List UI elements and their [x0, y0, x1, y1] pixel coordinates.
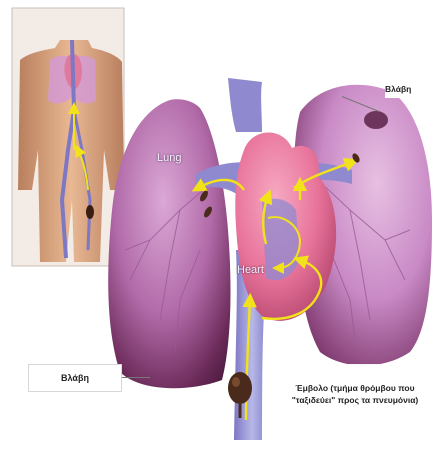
- damage-left-leader: [120, 377, 150, 378]
- body-inset: [12, 8, 124, 266]
- damage-spot-right: [364, 111, 388, 129]
- lung-label: Lung: [157, 152, 181, 164]
- heart-label: Heart: [237, 264, 264, 276]
- embolus-label: Έμβολο (τμήμα θρόμβου που "ταξιδεύει" πρ…: [282, 382, 428, 406]
- damage-label-left: Βλάβη: [28, 364, 122, 392]
- left-lung: [108, 99, 230, 388]
- damage-label-right: Βλάβη: [385, 80, 435, 98]
